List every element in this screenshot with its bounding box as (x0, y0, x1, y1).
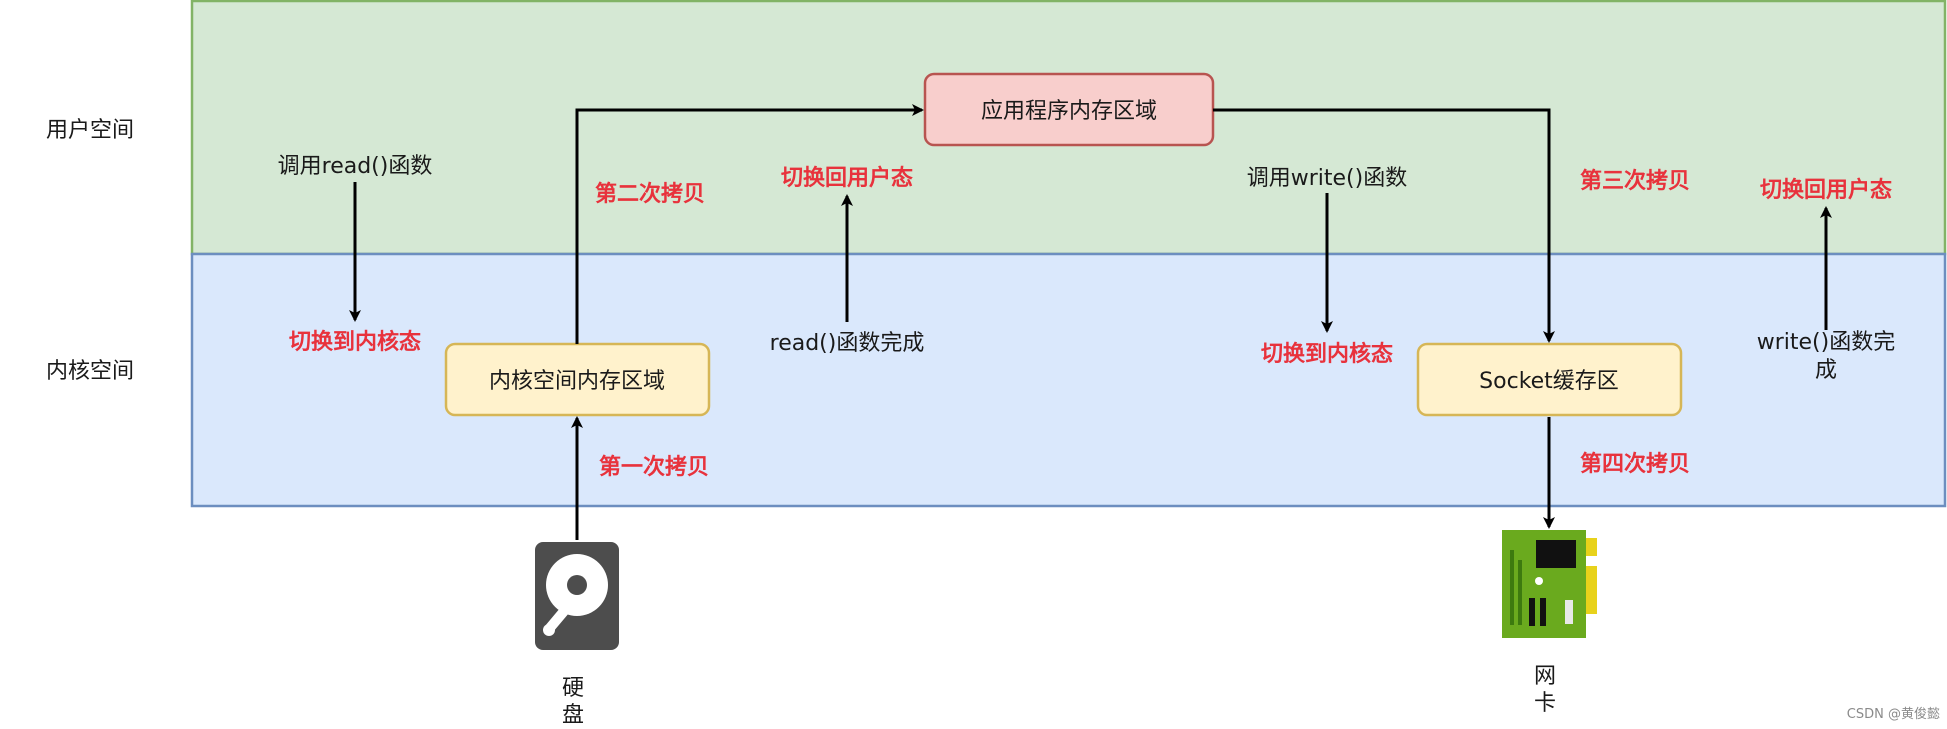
watermark: CSDN @黄俊懿 (1847, 707, 1940, 722)
socket-buffer-label: Socket缓存区 (1479, 369, 1619, 394)
call-write-label: 调用write()函数 (1247, 166, 1407, 191)
copy-3-label: 第三次拷贝 (1580, 168, 1690, 194)
nic-label-char1: 网 (1534, 664, 1556, 689)
app-memory-label: 应用程序内存区域 (981, 99, 1157, 124)
call-read-label: 调用read()函数 (278, 154, 433, 179)
kernel-buffer-label: 内核空间内存区域 (489, 369, 665, 394)
copy-2-label: 第二次拷贝 (595, 181, 705, 207)
hard-disk-icon (535, 542, 619, 650)
write-done-label-line1: write()函数完 (1757, 330, 1895, 355)
arrow-kernel-to-app (575, 104, 924, 344)
network-card-icon (1502, 530, 1597, 638)
switch-to-kernel-label-2: 切换到内核态 (1261, 341, 1393, 367)
switch-to-kernel-label-1: 切换到内核态 (289, 329, 421, 355)
arrow-app-to-socket (1213, 108, 1555, 343)
disk-label-char2: 盘 (562, 703, 584, 728)
disk-label-char1: 硬 (562, 676, 584, 701)
switch-to-user-label-1: 切换回用户态 (781, 165, 913, 191)
read-done-label: read()函数完成 (770, 331, 925, 356)
switch-to-user-label-2: 切换回用户态 (1760, 177, 1892, 203)
socket-buffer-box (1416, 342, 1683, 417)
kernel-space-label: 内核空间 (46, 359, 134, 384)
copy-4-label: 第四次拷贝 (1580, 451, 1690, 477)
nic-label-char2: 卡 (1534, 691, 1556, 716)
copy-1-label: 第一次拷贝 (599, 454, 709, 480)
user-space-label: 用户空间 (46, 118, 134, 143)
write-done-label-line2: 成 (1815, 358, 1837, 383)
